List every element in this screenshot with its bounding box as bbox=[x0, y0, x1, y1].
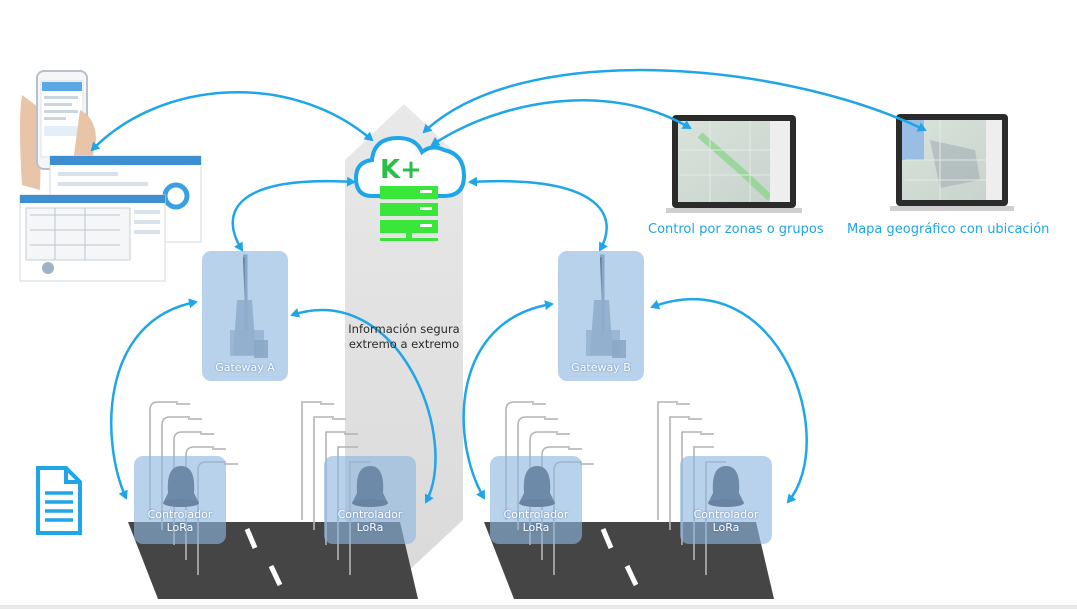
label-controller-line1: Controlador bbox=[503, 508, 569, 521]
cloud-icon: K+ bbox=[353, 135, 467, 198]
label-controller-4: Controlador LoRa bbox=[680, 508, 772, 534]
label-info-segura: Información segura extremo a extremo bbox=[346, 322, 462, 352]
server-icon bbox=[380, 186, 438, 241]
label-controller-2: Controlador LoRa bbox=[324, 508, 416, 534]
arrow-gwB-ctrl4 bbox=[650, 298, 808, 504]
document-icon bbox=[36, 466, 82, 535]
label-controller-line2: LoRa bbox=[522, 521, 550, 534]
arrow-cloud-laptop1 bbox=[430, 99, 692, 147]
gateway-a-box bbox=[202, 251, 288, 381]
label-info-segura-line2: extremo a extremo bbox=[348, 337, 460, 351]
bottom-divider bbox=[0, 605, 1077, 609]
label-controller-3: Controlador LoRa bbox=[490, 508, 582, 534]
smartphone-icon bbox=[20, 70, 96, 190]
arrow-gwA-ctrl1 bbox=[110, 298, 198, 500]
gateway-b-box bbox=[558, 251, 644, 381]
label-gateway-a: Gateway A bbox=[215, 361, 275, 374]
arrow-cloud-laptop2 bbox=[422, 68, 927, 134]
arrow-gwA-ctrl2 bbox=[290, 308, 437, 504]
label-controller-1: Controlador LoRa bbox=[134, 508, 226, 534]
label-controller-line1: Controlador bbox=[693, 508, 759, 521]
laptop-icon bbox=[666, 115, 802, 213]
arrow-cloud-gatewayB bbox=[468, 176, 608, 252]
arrow-gwB-ctrl3 bbox=[462, 300, 554, 500]
label-mapa-geografico: Mapa geográfico con ubicación bbox=[847, 222, 1050, 237]
controller-3-box bbox=[490, 456, 582, 544]
label-controller-line2: LoRa bbox=[166, 521, 194, 534]
cloud-logo-text: K+ bbox=[380, 155, 422, 185]
arrow-cloud-gatewayA bbox=[231, 176, 356, 252]
label-controller-line1: Controlador bbox=[337, 508, 403, 521]
arrow-phone-cloud bbox=[90, 91, 374, 152]
controller-1-box bbox=[134, 456, 226, 544]
dashboard-screen-icon bbox=[19, 155, 202, 282]
label-info-segura-line1: Información segura bbox=[348, 322, 460, 336]
connection-arrows bbox=[90, 68, 927, 504]
label-controller-line2: LoRa bbox=[712, 521, 740, 534]
label-controller-line2: LoRa bbox=[356, 521, 384, 534]
label-gateway-b: Gateway B bbox=[571, 361, 631, 374]
label-control-zonas: Control por zonas o grupos bbox=[648, 222, 824, 237]
controller-2-box bbox=[324, 456, 416, 544]
laptop-icon bbox=[890, 114, 1014, 211]
label-controller-line1: Controlador bbox=[147, 508, 213, 521]
controller-4-box bbox=[680, 456, 772, 544]
